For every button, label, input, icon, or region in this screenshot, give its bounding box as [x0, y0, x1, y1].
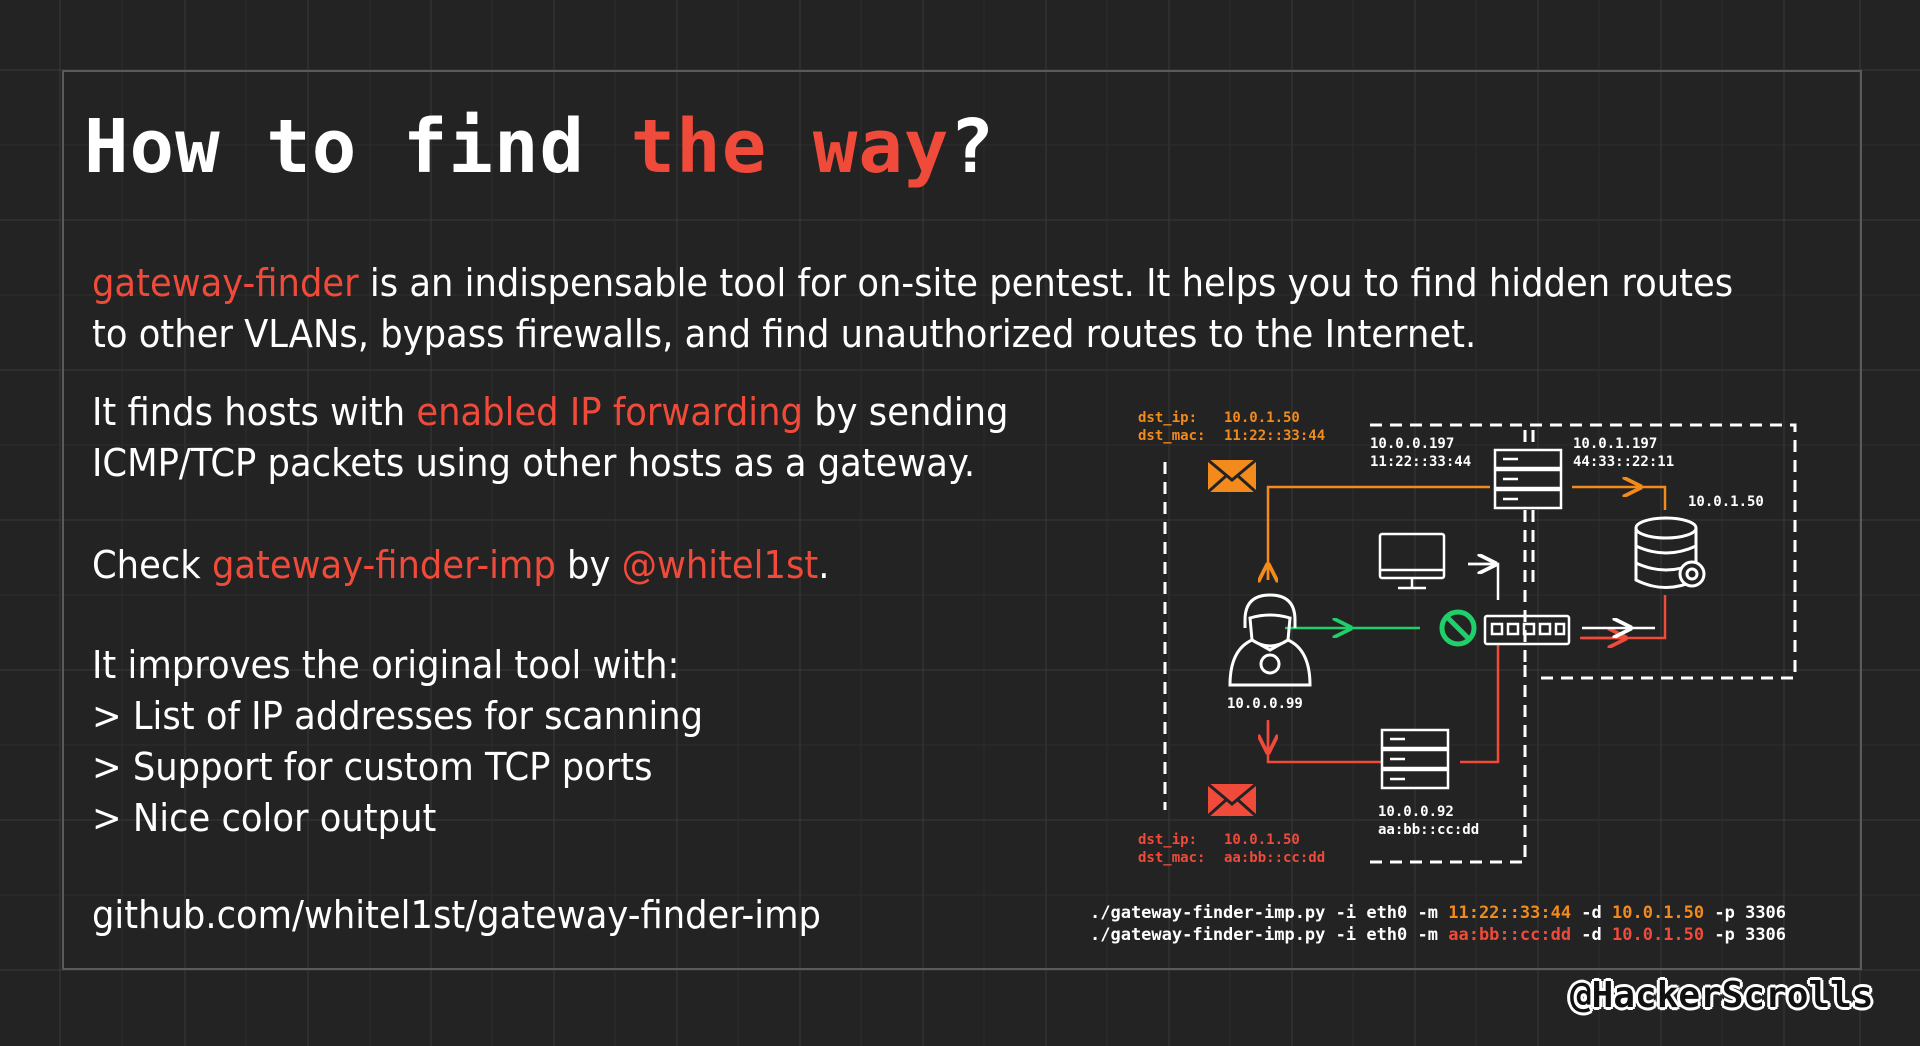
orange-route	[1266, 485, 1490, 580]
list-item: > List of IP addresses for scanning	[92, 694, 704, 738]
database-gear-icon	[1634, 516, 1706, 589]
repo-link[interactable]: github.com/whitel1st/gateway-finder-imp	[92, 893, 821, 937]
brand-handle: @HackerScrolls	[1570, 975, 1874, 1016]
database-ip-label: 10.0.1.50	[1688, 494, 1764, 510]
bottom-packet-label: dst_ip:10.0.1.50 dst_mac:aa:bb::cc:dd	[1138, 832, 1325, 866]
forwarding-paragraph: It finds hosts with enabled IP forwardin…	[92, 390, 1009, 485]
computer-monitor-icon	[1378, 532, 1446, 590]
author-handle: @whitel1st	[621, 543, 819, 587]
list-item: > Nice color output	[92, 796, 437, 840]
page-title: How to find the way?	[84, 104, 996, 190]
command-line: ./gateway-finder-imp.py -i eth0 -m 11:22…	[1090, 903, 1787, 923]
title-highlight: the way	[630, 104, 950, 190]
improved-tool-link: gateway-finder-imp	[211, 543, 556, 587]
router-server-icon	[1493, 448, 1563, 510]
blocked-icon	[1439, 609, 1477, 647]
network-switch-icon	[1483, 614, 1571, 646]
improvements-list: It improves the original tool with: > Li…	[92, 640, 703, 844]
command-examples: ./gateway-finder-imp.py -i eth0 -m 11:22…	[1090, 902, 1786, 946]
check-paragraph: Check gateway-finder-imp by @whitel1st.	[92, 543, 830, 587]
command-line: ./gateway-finder-imp.py -i eth0 -m aa:bb…	[1090, 925, 1787, 945]
intro-paragraph: gateway-finder is an indispensable tool …	[92, 261, 1734, 356]
red-route	[1266, 720, 1390, 764]
network-diagram: dst_ip:10.0.1.50 dst_mac:11:22::33:44 ds…	[1138, 410, 1797, 866]
attacker-ip-label: 10.0.0.99	[1227, 696, 1303, 712]
content-frame	[62, 70, 1862, 970]
ip-forwarding-highlight: enabled IP forwarding	[416, 390, 803, 434]
envelope-orange-icon	[1207, 458, 1257, 494]
list-item: > Support for custom TCP ports	[92, 745, 653, 789]
hacker-icon	[1228, 593, 1312, 687]
envelope-red-icon	[1207, 782, 1257, 818]
tool-name: gateway-finder	[92, 261, 359, 305]
router2-server-icon	[1380, 728, 1450, 790]
top-packet-label: dst_ip:10.0.1.50 dst_mac:11:22::33:44	[1138, 410, 1325, 444]
network-boundary-left	[1163, 430, 1527, 864]
